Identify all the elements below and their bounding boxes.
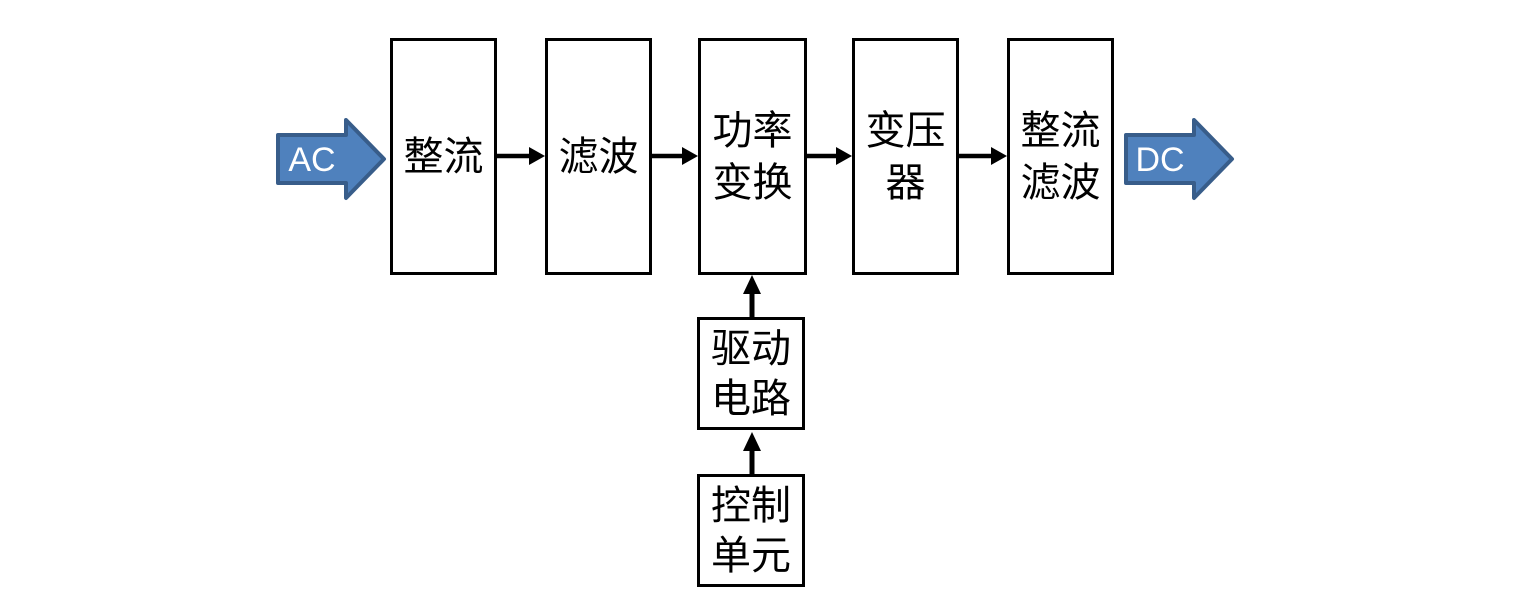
block-power-converter: 功率 变换 [698,38,807,275]
block-filter-label: 滤波 [558,133,639,180]
arrow-drive-circuit-to-power-converter [743,275,761,317]
block-drive-circuit-label-line2: 电路 [711,375,791,422]
block-drive-circuit: 驱动 电路 [697,317,805,430]
block-rectifier: 整流 [390,38,497,275]
block-control-unit: 控制 单元 [697,474,805,587]
block-control-unit-label-line2: 单元 [711,532,791,579]
block-filter: 滤波 [545,38,652,275]
ac-input-arrow: AC [276,118,386,200]
arrow-power-converter-to-transformer [807,147,852,165]
block-rectifier-filter: 整流 滤波 [1007,38,1114,275]
block-transformer-label-line1: 变压 [865,107,946,154]
block-rectifier-filter-label-line1: 整流 [1020,107,1101,154]
block-power-converter-label-line1: 功率 [712,107,793,154]
block-rectifier-filter-label-line2: 滤波 [1020,159,1101,206]
dc-arrow-label: DC [1135,141,1184,179]
arrow-transformer-to-rectifier-filter [959,147,1007,165]
ac-arrow-label: AC [288,141,335,179]
arrow-rectifier-to-filter [497,147,545,165]
dc-output-arrow: DC [1124,118,1234,200]
block-rectifier-label: 整流 [403,133,484,180]
block-power-converter-label-line2: 变换 [712,159,793,206]
block-transformer: 变压 器 [852,38,959,275]
arrow-control-unit-to-drive-circuit [743,432,761,474]
dc-arrow-shape [1124,118,1234,200]
arrow-filter-to-power-converter [652,147,698,165]
ac-arrow-shape [276,118,386,200]
block-drive-circuit-label-line1: 驱动 [711,325,791,372]
block-control-unit-label-line1: 控制 [711,482,791,529]
block-transformer-label-line2: 器 [885,159,926,206]
